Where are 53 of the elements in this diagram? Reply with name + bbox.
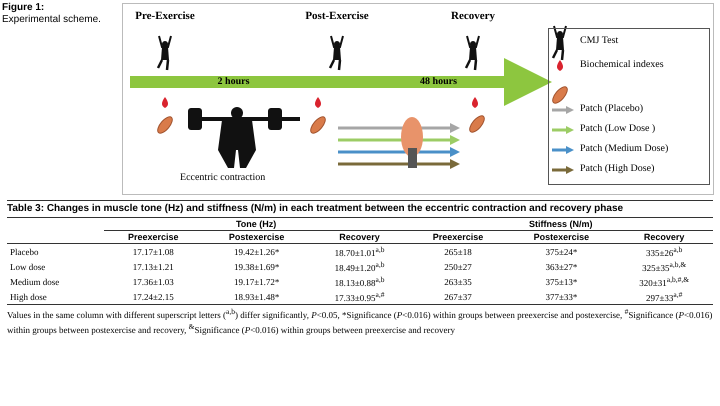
timeline-arrow: [337, 58, 552, 106]
column-group-header: Tone (Hz): [104, 218, 408, 230]
column-header: Recovery: [615, 230, 713, 244]
figure-caption: Experimental scheme.: [2, 14, 101, 26]
legend-label: Patch (Low Dose ): [580, 123, 656, 134]
edge-label: 2 hours: [216, 75, 250, 88]
edge-label: 48 hours: [419, 75, 458, 88]
row-header: Medium dose: [9, 276, 60, 288]
column-header: Postexercise: [202, 230, 311, 244]
table-cell-text: 297±33$^{a,#}$: [644, 289, 684, 304]
figure-title: Figure 1:: [2, 2, 44, 14]
table-cell: 335±26$^{a,b}$: [615, 244, 713, 259]
table-cell-text: 320±31$^{a,b,#,&}$: [638, 274, 690, 289]
phase-label: Pre-Exercise: [120, 10, 210, 22]
column-header: Postexercise: [508, 230, 616, 244]
table-cell-text: 325±35$^{a,b,&}$: [641, 259, 688, 274]
table-cell-text: 375±13*: [544, 276, 578, 288]
column-header: Preexercise: [104, 230, 203, 244]
table-cell-text: 17.13±1.21: [132, 260, 175, 274]
row-header: High dose: [9, 290, 48, 304]
legend-label: Patch (Placebo): [580, 103, 644, 114]
table-cell: 18.70±1.01$^{a,b}$: [310, 244, 408, 259]
table-cell-text: 263±35: [443, 276, 473, 288]
table-footnote: Values in the same column with different superscript letters ($^{a,b}$) differ significantly, P<0.05, *Significance (P<0.016) within groups between preexercise and postexercise, $^{#}$Significance (P<0.016) within groups between postexercise and recovery, $^{&}$Significance (P<0.016) within groups between preexercise and recovery: [7, 304, 713, 336]
table-cell-text: 17.36±1.03: [132, 276, 175, 288]
table-cell-text: 18.13±0.88$^{a,b}$: [334, 274, 386, 289]
column-group-header: Stiffness (N/m): [408, 218, 713, 230]
phase-label: Post-Exercise: [292, 10, 382, 22]
row-header: Placebo: [7, 244, 104, 259]
table-cell-text: 363±27*: [544, 260, 578, 274]
column-header: Preexercise: [408, 230, 508, 244]
phase-label: Recovery: [428, 10, 518, 22]
table-cell-text: 18.49±1.20$^{a,b}$: [334, 259, 386, 274]
column-header: Recovery: [310, 230, 408, 244]
row-header: Low dose: [9, 260, 46, 274]
table-cell: 19.42±1.26*: [202, 244, 311, 259]
table-cell-text: 17.33±0.95$^{a,#}$: [334, 289, 386, 304]
table-cell-text: 19.17±1.72*: [232, 276, 280, 288]
table-cell: 17.17±1.08: [104, 244, 203, 259]
table-cell-text: 17.24±2.15: [132, 290, 175, 304]
legend-label: Patch (Medium Dose): [580, 143, 668, 154]
table-title: Table 3: Changes in muscle tone (Hz) and stiffness (N/m) in each treatment between the eccentric contraction and recovery phase: [7, 200, 713, 218]
table-cell-text: 18.93±1.48*: [232, 290, 280, 304]
table-cell-text: 19.38±1.69*: [232, 260, 280, 274]
table-cell: 375±24*: [508, 244, 616, 259]
table-cell-text: 250±27: [443, 260, 473, 274]
table-cell: 265±18: [408, 244, 508, 259]
table-cell-text: 377±33*: [544, 290, 578, 304]
legend-label: Biochemical indexes: [580, 59, 664, 70]
legend-label: Patch (High Dose): [580, 163, 654, 174]
figure-label: Eccentric contraction: [180, 172, 266, 183]
legend-label: CMJ Test: [580, 35, 618, 46]
table-cell-text: 267±37: [443, 290, 473, 304]
